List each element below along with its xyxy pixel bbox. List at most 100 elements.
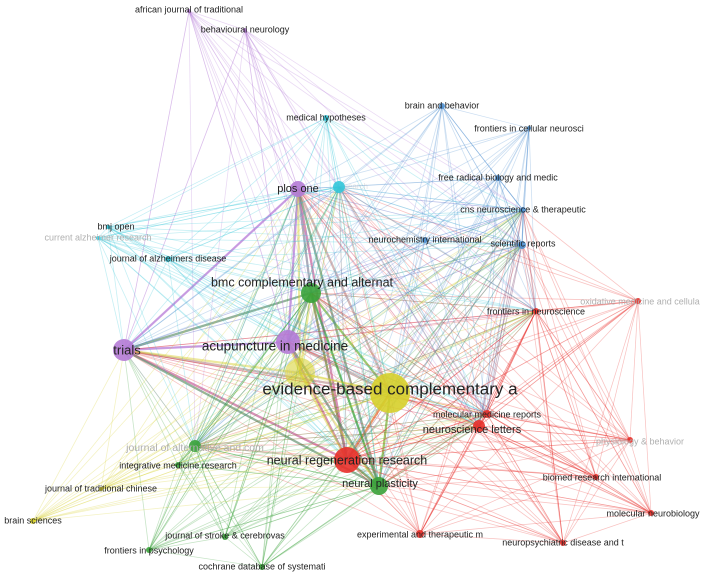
edge-np-cnsther xyxy=(378,209,524,487)
edge-cnsther-aim xyxy=(287,209,524,343)
edge-expther-ns_letters xyxy=(419,425,480,535)
node-np[interactable] xyxy=(370,477,388,495)
node-trials[interactable] xyxy=(113,339,135,361)
node-fcell[interactable] xyxy=(527,126,531,130)
node-front_neuro[interactable] xyxy=(533,308,539,314)
node-nrr[interactable] xyxy=(334,447,360,473)
label-frbm: free radical biology and medic xyxy=(438,172,558,182)
node-frbm[interactable] xyxy=(495,175,501,181)
edge-nrr-biomed xyxy=(346,459,597,478)
node-bmjopen[interactable] xyxy=(106,225,110,229)
edge-neuropsych-ecam xyxy=(389,392,564,544)
edge-imr-trials xyxy=(123,349,179,466)
node-physbeh[interactable] xyxy=(627,437,633,443)
node-molneuro[interactable] xyxy=(648,510,654,516)
node-imr[interactable] xyxy=(175,462,181,468)
edge-ecam-bmc xyxy=(310,292,391,394)
edge-oxid-nrr xyxy=(346,300,639,461)
edge-front_neuro-molneuro xyxy=(535,310,652,514)
edge-expther-plos xyxy=(297,188,421,535)
edge-nrr-front_neuro xyxy=(346,310,537,461)
node-jalz[interactable] xyxy=(165,256,171,262)
edge-imr-ns_letters xyxy=(177,425,480,466)
node-aim[interactable] xyxy=(276,330,300,354)
node-ecam[interactable] xyxy=(370,373,410,413)
edge-nchemint-cnsther xyxy=(424,209,524,241)
node-mmr[interactable] xyxy=(483,410,491,418)
node-ns_letters[interactable] xyxy=(473,420,485,432)
edge-bmjopen-curalz xyxy=(97,226,109,239)
label-aim: acupuncture in medicine xyxy=(202,339,348,354)
edge-brainbeh-cnsther xyxy=(441,105,524,211)
edge-trials-aim xyxy=(123,340,289,352)
node-jtcm[interactable] xyxy=(99,487,103,491)
edge-cnsther-mmr xyxy=(486,209,524,415)
edge-nrr-bmc xyxy=(309,292,349,461)
edges-layer xyxy=(32,10,652,568)
node-oxid[interactable] xyxy=(635,298,641,304)
edge-jalt-ns_letters xyxy=(194,425,480,447)
edge-jalt-nrr xyxy=(194,445,348,461)
edge-ns_letters-nrr xyxy=(346,425,480,461)
node-jalt[interactable] xyxy=(189,440,201,452)
node-brainsci[interactable] xyxy=(30,518,36,524)
node-expther[interactable] xyxy=(416,530,424,538)
edge-cochrane-jalt xyxy=(194,445,263,568)
edge-curalz-trials xyxy=(97,237,125,351)
label-afr: african journal of traditional xyxy=(135,4,243,14)
node-brainbeh[interactable] xyxy=(439,103,445,109)
edge-cnsther-np xyxy=(378,209,524,487)
node-neuropsych[interactable] xyxy=(560,540,566,546)
edge-molneuro-front_neuro xyxy=(535,310,652,514)
edge-cnsther-jalt xyxy=(194,209,524,447)
node-biomed[interactable] xyxy=(593,474,599,480)
node-curalz[interactable] xyxy=(96,236,100,240)
edge-fpsych-trials xyxy=(123,349,150,551)
edge-molneuro-search xyxy=(338,186,652,514)
node-scirep[interactable] xyxy=(518,241,526,249)
node-nchemint[interactable] xyxy=(422,237,428,243)
edge-plos-behneuro xyxy=(244,29,299,190)
edge-frbm-scirep xyxy=(497,177,523,246)
node-ecam_hidden[interactable] xyxy=(285,358,315,388)
edge-brainbeh-plos xyxy=(297,105,443,190)
edge-nrr-search xyxy=(338,186,348,461)
edge-ecam_hidden-front_neuro xyxy=(299,310,537,374)
edge-behneuro-bmc xyxy=(244,29,312,294)
edge-mmr-scirep xyxy=(486,244,523,415)
edge-plos-cnsther xyxy=(297,188,524,211)
edge-molneuro-trials xyxy=(123,349,652,514)
node-plos[interactable] xyxy=(290,181,306,197)
edge-medhyp-scirep xyxy=(325,117,523,246)
edge-oxid-jalt xyxy=(194,300,639,447)
edge-physbeh-oxid xyxy=(629,300,639,441)
edge-jalt-mmr xyxy=(194,413,488,447)
edge-bmc-trials xyxy=(123,291,312,352)
node-behneuro[interactable] xyxy=(243,28,247,32)
label-biomed: biomed research international xyxy=(543,472,662,482)
edge-ecam-scirep xyxy=(389,244,523,394)
node-jstroke[interactable] xyxy=(222,534,228,540)
node-cochrane[interactable] xyxy=(259,564,265,570)
node-cnsther[interactable] xyxy=(520,207,526,213)
edge-frbm-nrr xyxy=(346,177,499,461)
edge-front_neuro-ns_letters xyxy=(478,310,537,427)
node-medhyp[interactable] xyxy=(323,115,329,121)
edge-mmr-physbeh xyxy=(486,413,631,441)
edge-cochrane-front_neuro xyxy=(261,310,537,568)
label-brainsci: brain sciences xyxy=(4,515,62,525)
edge-ns_letters-jalt xyxy=(194,425,480,447)
node-afr[interactable] xyxy=(187,9,191,13)
edge-ns_letters-bmc xyxy=(310,292,480,427)
edge-jalz-jalt xyxy=(167,258,196,447)
edge-frbm-cnsther xyxy=(497,177,524,211)
edge-ecam-plos xyxy=(296,188,392,394)
edge-expther-nrr xyxy=(346,459,421,535)
node-fpsych[interactable] xyxy=(146,547,152,553)
node-search[interactable] xyxy=(333,181,345,193)
node-bmc[interactable] xyxy=(301,283,321,303)
edge-brainbeh-cnsther xyxy=(441,105,524,211)
edge-medhyp-cnsther xyxy=(325,117,524,211)
edge-jstroke-front_neuro xyxy=(224,310,537,538)
edge-curalz-jalz xyxy=(97,237,169,260)
